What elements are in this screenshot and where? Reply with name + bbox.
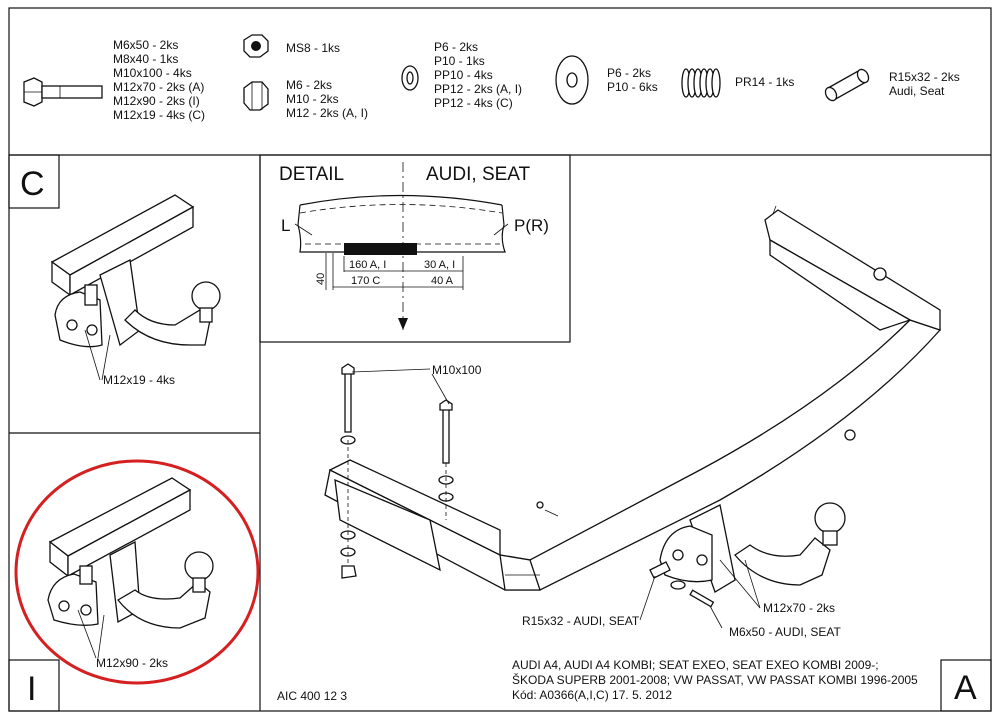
- spacer-line: Audi, Seat: [889, 84, 945, 98]
- spring-washers-line: P10 - 1ks: [434, 54, 485, 68]
- drawing-code: AIC 400 12 3: [277, 689, 347, 703]
- bolts-line: M12x70 - 2ks (A): [113, 80, 204, 94]
- nuts-line: M12 - 2ks (A, I): [286, 106, 368, 120]
- detail-panel: DETAIL AUDI, SEAT L P(R) 160 A,: [259, 154, 571, 343]
- main-assembly: M10x100 M12x70 - 2ks R15x32 - AUDI, SEAT…: [324, 205, 942, 639]
- dim-40a: 40 A: [431, 275, 454, 287]
- hex-nut-icon: [243, 81, 269, 111]
- nuts-text: M6 - 2ks M10 - 2ks M12 - 2ks (A, I): [286, 78, 368, 120]
- spring-text: PR14 - 1ks: [735, 75, 794, 89]
- bolts-text: M6x50 - 2ks M8x40 - 1ks M10x100 - 4ks M1…: [113, 38, 208, 122]
- spring-washer-icon: [401, 65, 419, 91]
- nuts-line: M10 - 2ks: [286, 92, 339, 106]
- bolts-line: M6x50 - 2ks: [113, 38, 178, 52]
- bolts-line: M12x90 - 2ks (I): [113, 94, 200, 108]
- panel-i-letter: I: [27, 670, 36, 708]
- detail-label-l: L: [281, 216, 290, 235]
- flat-washers-line: P6 - 2ks: [607, 66, 651, 80]
- spring-washers-line: P6 - 2ks: [434, 40, 478, 54]
- panel-c: C M12x19 - 4ks: [8, 154, 221, 387]
- towbar-c-drawing: [50, 194, 221, 381]
- dim-30: 30 A, I: [424, 259, 455, 271]
- panel-a-letter: A: [954, 669, 977, 707]
- panel-i-callout: M12x90 - 2ks: [96, 656, 168, 670]
- flat-washers-line: P10 - 6ks: [607, 80, 658, 94]
- spring-washers-line: PP12 - 2ks (A, I): [434, 82, 522, 96]
- panel-c-letter: C: [20, 165, 45, 203]
- detail-label-pr: P(R): [514, 216, 549, 235]
- nut-ms8-text: MS8 - 1ks: [286, 41, 340, 55]
- flat-washers-text: P6 - 2ks P10 - 6ks: [607, 66, 658, 94]
- spring-washers-text: P6 - 2ks P10 - 1ks PP10 - 4ks PP12 - 2ks…: [434, 40, 525, 110]
- footer-line: AUDI A4, AUDI A4 KOMBI; SEAT EXEO, SEAT …: [512, 658, 879, 672]
- dim-40v: 40: [315, 273, 327, 285]
- flat-washer-icon: [555, 55, 589, 105]
- spacer-line: R15x32 - 2ks: [889, 70, 960, 84]
- dim-170: 170 C: [351, 275, 380, 287]
- panel-a-box: [940, 659, 992, 712]
- callout-m10: M10x100: [432, 363, 482, 377]
- bolt-icon: [23, 77, 103, 107]
- bolt-group-right: [438, 399, 454, 520]
- footer-line: ŠKODA SUPERB 2001-2008; VW PASSAT, VW PA…: [512, 672, 918, 687]
- callout-m6: M6x50 - AUDI, SEAT: [729, 625, 841, 639]
- coil-spring-icon: [681, 68, 721, 98]
- cutout-marker: [344, 243, 417, 255]
- towbar-i-drawing: [47, 477, 214, 659]
- spacer-text: R15x32 - 2ks Audi, Seat: [889, 70, 963, 98]
- bolt-group-left: [340, 363, 357, 579]
- spring-washers-line: PP12 - 4ks (C): [434, 96, 513, 110]
- footer-line: Kód: A0366(A,I,C) 17. 5. 2012: [512, 688, 672, 702]
- dim-160: 160 A, I: [349, 259, 386, 271]
- bolts-line: M10x100 - 4ks: [113, 66, 192, 80]
- nuts-line: M6 - 2ks: [286, 78, 332, 92]
- bolts-line: M12x19 - 4ks (C): [113, 108, 205, 122]
- parts-list: M6x50 - 2ks M8x40 - 1ks M10x100 - 4ks M1…: [23, 34, 963, 122]
- bumper-profile: [294, 162, 509, 330]
- lock-nut-icon: [243, 34, 269, 58]
- bolts-line: M8x40 - 1ks: [113, 52, 178, 66]
- detail-title: DETAIL: [279, 164, 344, 185]
- callout-m12: M12x70 - 2ks: [763, 601, 835, 615]
- panel-i: I M12x90 - 2ks: [8, 459, 260, 712]
- detail-model: AUDI, SEAT: [426, 164, 531, 185]
- spacer-sleeve-icon: [824, 68, 870, 102]
- vehicle-applicability: AUDI A4, AUDI A4 KOMBI; SEAT EXEO, SEAT …: [512, 658, 921, 702]
- panel-c-callout: M12x19 - 4ks: [103, 373, 175, 387]
- spring-washers-line: PP10 - 4ks: [434, 68, 493, 82]
- dimension-lines: [325, 253, 464, 290]
- highlight-circle: [14, 459, 260, 685]
- callout-r15: R15x32 - AUDI, SEAT: [522, 614, 640, 628]
